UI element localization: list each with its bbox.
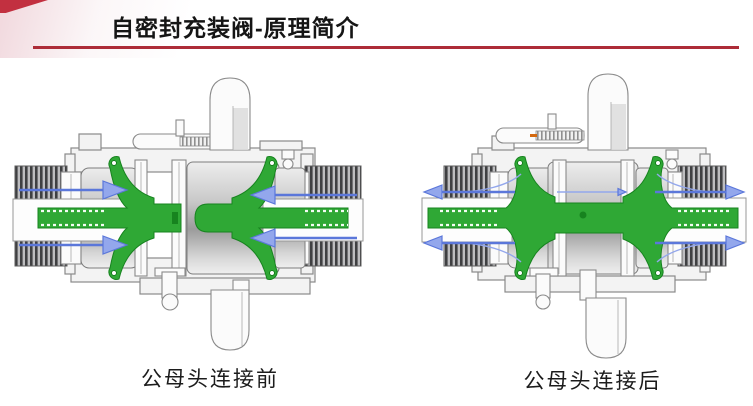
valve-cross-section-before (12, 77, 364, 351)
poppet-left (37, 156, 182, 280)
flow-arrows-inward (19, 180, 357, 255)
top-lever-and-spring (495, 113, 585, 144)
corner-red-ribbon (0, 0, 48, 13)
caption-after-connection: 公母头连接后 (523, 369, 662, 393)
poppet-right (194, 156, 349, 280)
caption-before-connection: 公母头连接前 (141, 367, 279, 391)
page-title: 自密封充装阀-原理简介 (111, 15, 360, 41)
top-cylinder (209, 77, 251, 151)
bottom-stem-and-cylinder (529, 267, 627, 359)
open-poppet-assembly (427, 156, 739, 280)
flow-arrows-outward (422, 184, 746, 251)
top-cylinder (587, 73, 629, 151)
bottom-stem-and-cylinder (154, 267, 250, 351)
title-divider-line (33, 46, 739, 49)
diagram-after-connection (420, 62, 750, 362)
valve-cross-section-after (421, 73, 747, 359)
side-ball-detent (665, 149, 679, 170)
side-ball-detent (281, 149, 295, 170)
diagram-before-connection (5, 62, 370, 362)
